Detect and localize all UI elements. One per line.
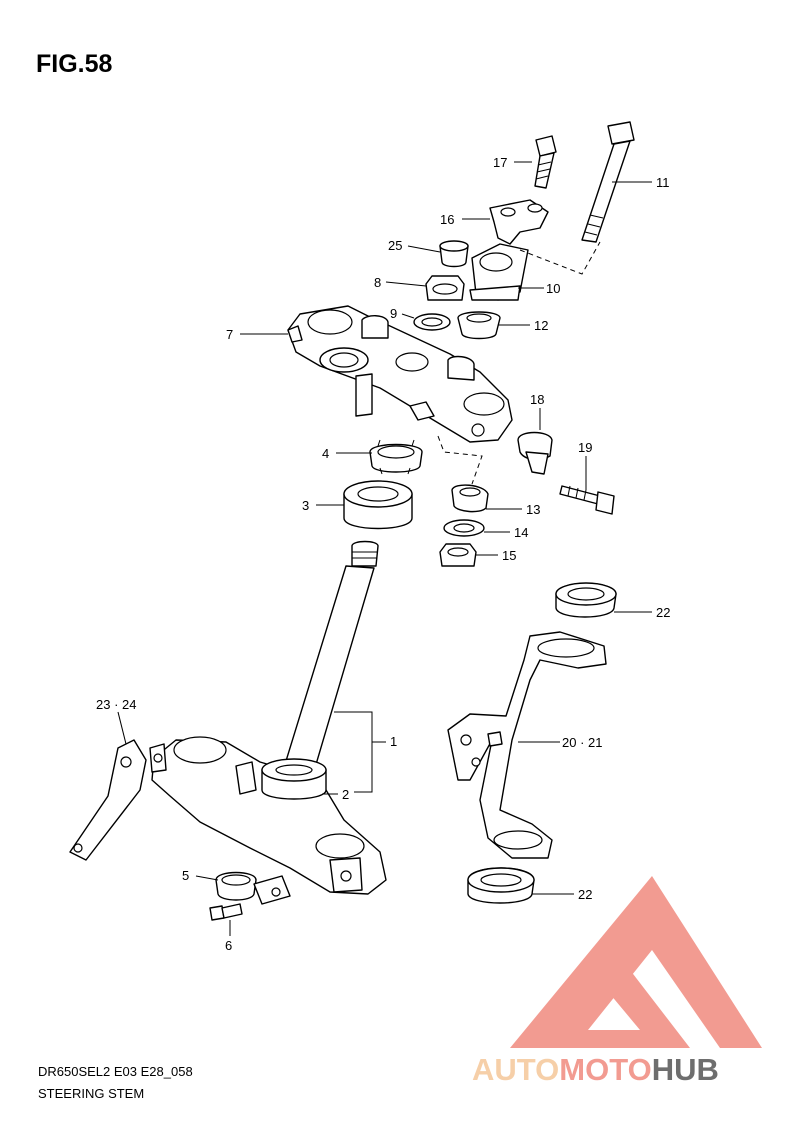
figure-title: FIG.58 [36,50,113,78]
callout-9: 9 [390,306,397,321]
part-12-cushion [457,311,501,340]
part-20-21-bracket [447,631,607,859]
callout-15: 15 [502,548,516,563]
callout-2: 2 [342,787,349,802]
part-1-steering-stem [149,540,387,895]
callout-4: 4 [322,446,329,461]
callout-22-upper: 22 [656,605,670,620]
part-13-cushion [451,484,489,513]
watermark-hub: HUB [652,1052,719,1087]
callout-20-21: 20 · 21 [562,735,602,750]
callout-25: 25 [388,238,402,253]
callout-13: 13 [526,502,540,517]
callout-14: 14 [514,525,528,540]
assembly-lines [437,241,601,485]
automotohub-watermark: AUTOMOTOHUB [472,876,762,1087]
callout-3: 3 [302,498,309,513]
figure-caption: STEERING STEM [38,1086,145,1101]
part-9-washer [413,313,451,331]
callout-17: 17 [493,155,507,170]
callout-1: 1 [390,734,397,749]
part-15-nut [439,543,477,567]
part-25-cap [439,240,469,268]
watermark-auto: AUTO [472,1052,559,1087]
part-22-upper-grommet [555,582,617,618]
part-7-upper-bracket [287,305,513,443]
part-2-lower-bearing [261,758,327,800]
part-4-lock-nut [369,439,423,475]
callout-23-24: 23 · 24 [96,697,136,712]
part-16-clamp-cap [489,199,549,245]
part-22-lower-grommet [467,867,535,904]
part-3-bearing [343,480,413,530]
callout-5: 5 [182,868,189,883]
part-10-handlebar-holder [469,243,529,301]
callout-10: 10 [546,281,560,296]
callout-labels: 17 11 16 25 8 10 9 12 7 18 19 4 3 13 14 … [96,155,670,953]
callout-18: 18 [530,392,544,407]
svg-text:AUTOMOTOHUB: AUTOMOTOHUB [472,1052,719,1087]
part-6-bolt [209,903,243,921]
callout-12: 12 [534,318,548,333]
callout-8: 8 [374,275,381,290]
part-8-nut [425,275,465,301]
part-18-clamp [517,431,553,475]
callout-11: 11 [656,175,670,190]
part-5-grommet [215,871,291,905]
part-23-24-bracket [69,739,147,861]
callout-6: 6 [225,938,232,953]
part-14-washer [443,519,485,537]
model-code: DR650SEL2 E03 E28_058 [38,1064,193,1079]
callout-22-lower: 22 [578,887,592,902]
watermark-triangle-icon [510,876,762,1048]
part-17-bolt [534,135,557,189]
watermark-moto: MOTO [559,1052,651,1087]
callout-16: 16 [440,212,454,227]
callout-19: 19 [578,440,592,455]
leader-lines [117,161,652,936]
part-19-bolt [559,485,615,515]
part-11-long-bolt [581,121,635,243]
callout-7: 7 [226,327,233,342]
